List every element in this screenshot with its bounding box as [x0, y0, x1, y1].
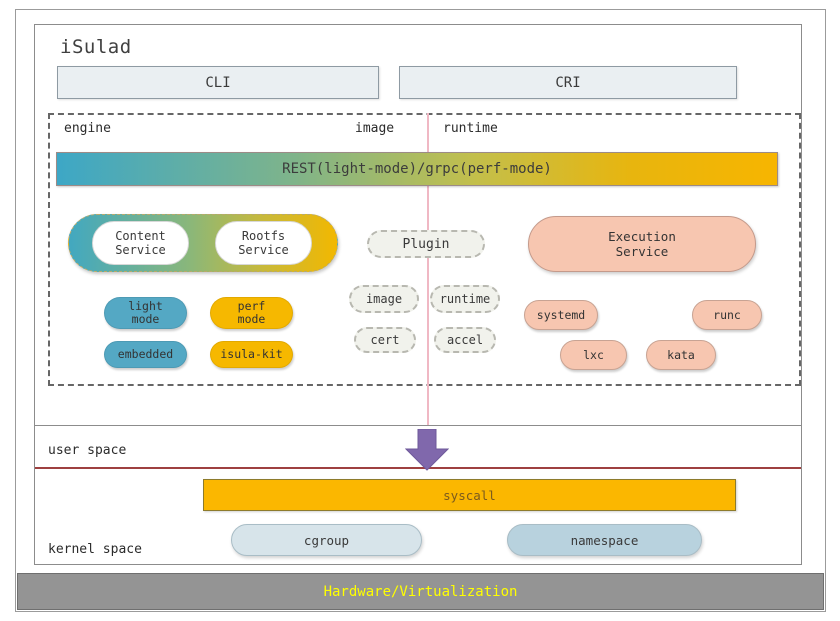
user-space-label: user space — [48, 443, 127, 458]
isula-kit-pill[interactable]: isula-kit — [210, 341, 293, 368]
cli-box[interactable]: CLI — [57, 66, 379, 99]
execution-service-label: Execution Service — [608, 229, 676, 259]
cri-box[interactable]: CRI — [399, 66, 737, 99]
engine-image-runtime-container — [48, 113, 801, 386]
zone-label-engine: engine — [64, 121, 111, 136]
execution-service-box[interactable]: Execution Service — [528, 216, 756, 272]
user-kernel-divider — [35, 467, 801, 469]
light-mode-label: light mode — [128, 299, 163, 326]
plugin-accel-pill[interactable]: accel — [434, 327, 496, 353]
api-gradient-bar: REST(light-mode)/grpc(perf-mode) — [56, 152, 778, 186]
rootfs-service-box[interactable]: Rootfs Service — [215, 221, 312, 265]
namespace-pill[interactable]: namespace — [507, 524, 702, 556]
rootfs-service-label: Rootfs Service — [238, 229, 289, 257]
syscall-bar: syscall — [203, 479, 736, 511]
kata-pill[interactable]: kata — [646, 340, 716, 370]
zone-label-image: image — [355, 121, 395, 136]
embedded-pill[interactable]: embedded — [104, 341, 187, 368]
down-arrow-icon — [404, 428, 450, 471]
perf-mode-pill[interactable]: perf mode — [210, 297, 293, 329]
content-service-label: Content Service — [115, 229, 166, 257]
content-service-box[interactable]: Content Service — [92, 221, 189, 265]
perf-mode-label: perf mode — [237, 299, 266, 326]
vertical-divider — [427, 113, 429, 425]
plugin-cert-pill[interactable]: cert — [354, 327, 416, 353]
cgroup-pill[interactable]: cgroup — [231, 524, 422, 556]
kernel-space-label: kernel space — [48, 542, 142, 557]
runc-pill[interactable]: runc — [692, 300, 762, 330]
zone-label-runtime: runtime — [443, 121, 498, 136]
plugin-runtime-pill[interactable]: runtime — [430, 285, 500, 313]
hardware-virtualization-bar: Hardware/Virtualization — [17, 573, 824, 610]
light-mode-pill[interactable]: light mode — [104, 297, 187, 329]
page-title: iSulad — [60, 36, 132, 58]
plugin-image-pill[interactable]: image — [349, 285, 419, 313]
systemd-pill[interactable]: systemd — [524, 300, 598, 330]
plugin-pill[interactable]: Plugin — [367, 230, 485, 258]
lxc-pill[interactable]: lxc — [560, 340, 627, 370]
